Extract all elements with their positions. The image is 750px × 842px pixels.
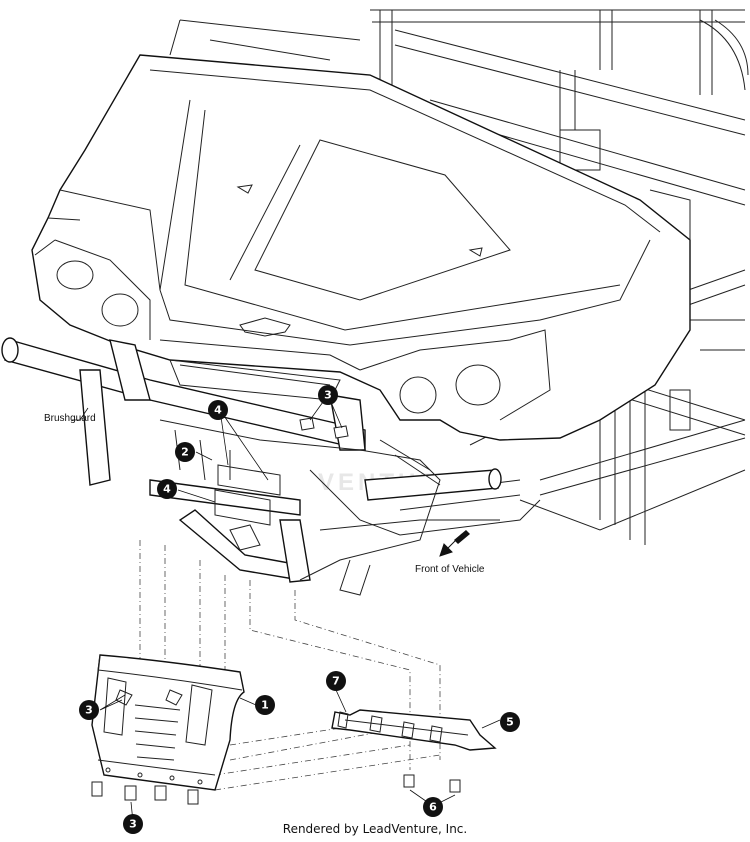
svg-text:1: 1 [261, 699, 269, 712]
svg-text:4: 4 [163, 483, 171, 496]
callout-7: 7 [326, 671, 346, 691]
svg-text:2: 2 [181, 446, 189, 459]
svg-text:7: 7 [332, 675, 340, 688]
callout-6: 6 [423, 797, 443, 817]
svg-text:4: 4 [214, 404, 222, 417]
skid-plate [91, 654, 245, 791]
bracket-part-5 [331, 709, 497, 751]
svg-text:5: 5 [506, 716, 514, 729]
front-direction-arrow [439, 530, 470, 557]
brushguard-label: Brushguard [44, 413, 96, 424]
credit-text: Rendered by LeadVenture, Inc. [282, 822, 468, 836]
svg-text:3: 3 [85, 704, 93, 717]
front-frame [159, 419, 541, 596]
callout-3-left: 3 [79, 700, 99, 720]
callout-3-bottom: 3 [123, 814, 143, 834]
callout-4-top: 4 [208, 400, 228, 420]
svg-text:3: 3 [129, 818, 137, 831]
callout-1: 1 [255, 695, 275, 715]
callout-5: 5 [500, 712, 520, 732]
bolts-lower [91, 417, 461, 805]
callout-4-left: 4 [157, 479, 177, 499]
svg-text:3: 3 [324, 389, 332, 402]
svg-text:6: 6 [429, 801, 437, 814]
callout-3-top: 3 [318, 385, 338, 405]
leader-lines [72, 394, 501, 823]
front-body [31, 19, 691, 441]
callout-2: 2 [175, 442, 195, 462]
front-of-vehicle-label: Front of Vehicle [415, 564, 485, 575]
rear-frame [370, 9, 749, 545]
